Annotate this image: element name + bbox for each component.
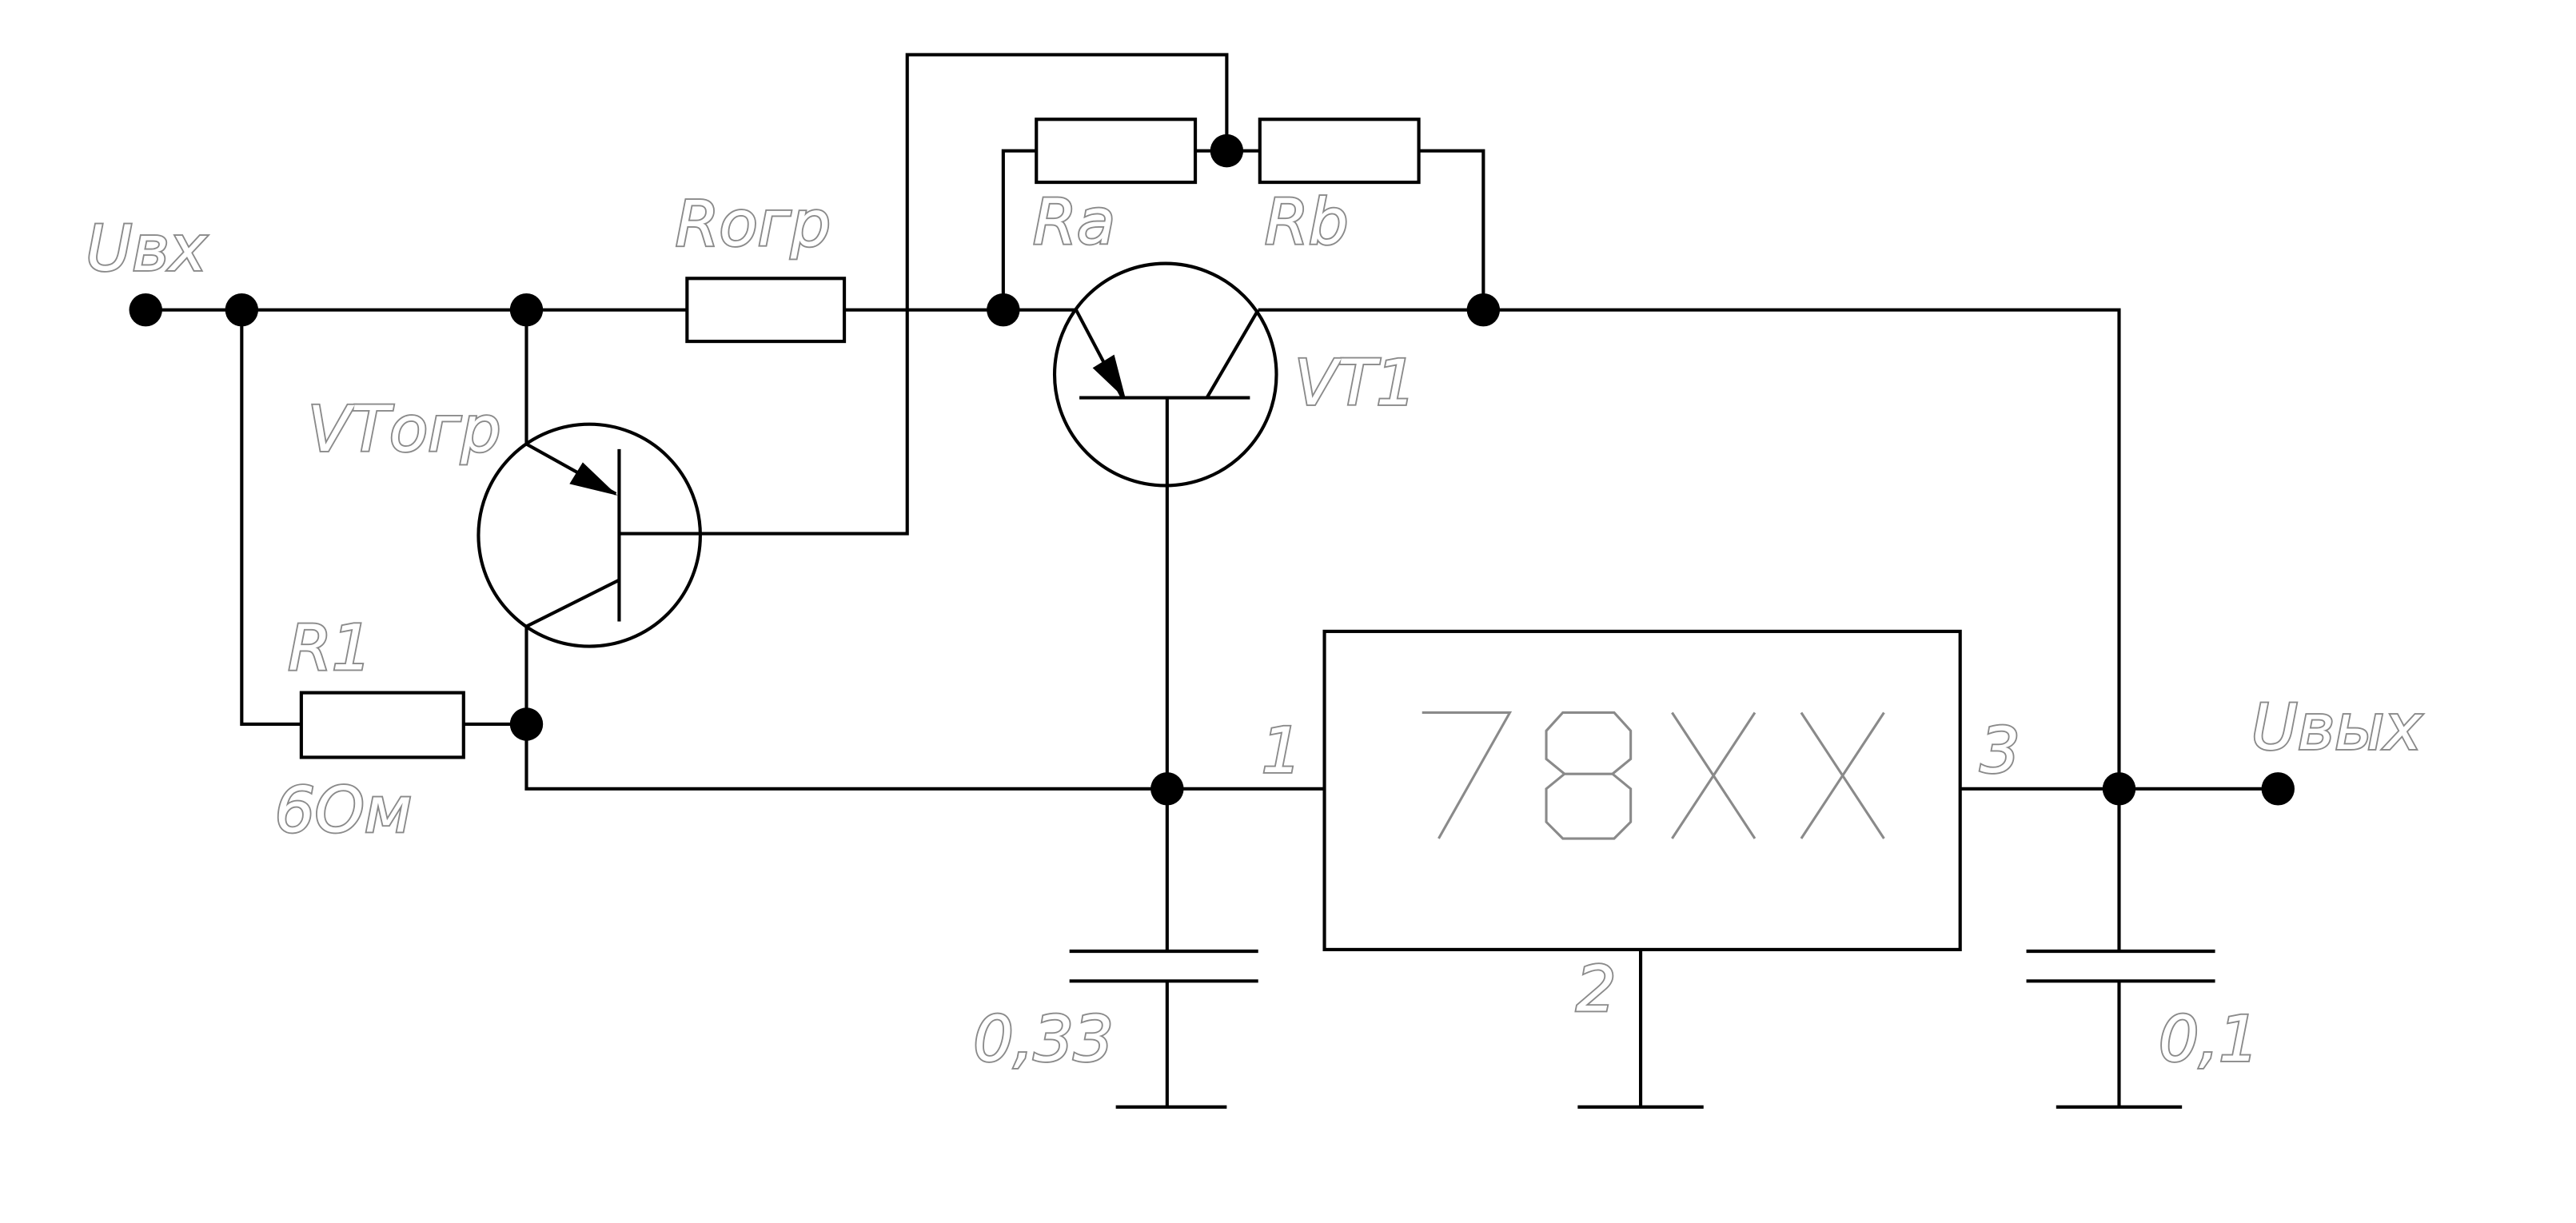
label-pin3: 3 <box>1980 714 2020 787</box>
resistor-ra <box>1035 118 1198 185</box>
resistor-rlimit <box>685 277 847 344</box>
transistor-vt1-collector <box>1205 309 1260 399</box>
wire-r1-branch <box>240 309 301 727</box>
wire-rb-right <box>1418 149 1485 310</box>
label-pin1: 1 <box>1262 714 1302 787</box>
label-r1-value: 6Ом <box>275 774 412 847</box>
regulator-body <box>1322 629 1962 951</box>
wire-vtlimit-base <box>619 53 1229 536</box>
transistor-vt1-emitter-arrow <box>1092 354 1127 400</box>
junction-node <box>225 293 259 327</box>
label-c-out: 0,1 <box>2159 1002 2259 1076</box>
junction-nodes <box>129 133 2295 806</box>
label-rb: Rb <box>1265 185 1349 259</box>
regulator-glyph-78xx <box>1422 711 1885 840</box>
transistor-vt1-body <box>1052 261 1278 488</box>
capacitor-cin <box>1069 949 1258 983</box>
resistor-rb <box>1258 118 1421 185</box>
wire-collector-rail <box>1258 308 2121 789</box>
transistor-vt1 <box>1052 261 1278 488</box>
junction-node <box>987 293 1020 327</box>
glyph-x-1 <box>1671 711 1757 839</box>
transistor-vtlimit-collector <box>525 578 620 628</box>
label-output: Uвых <box>2251 691 2422 764</box>
transistor-vtlimit-body <box>477 422 702 648</box>
terminal-output-node[interactable] <box>2261 772 2295 806</box>
junction-node <box>2102 772 2136 806</box>
label-c-in: 0,33 <box>974 1002 1114 1076</box>
terminal-input-node[interactable] <box>129 293 162 327</box>
glyph-seven <box>1422 711 1513 839</box>
transistor-vtlimit-emitter-arrow <box>569 462 618 496</box>
capacitor-cout <box>2026 949 2215 983</box>
wire-ra-left <box>1001 149 1037 310</box>
label-pin2: 2 <box>1576 953 1616 1026</box>
label-r1-name: R1 <box>288 612 372 685</box>
label-vt-limit: VTогр <box>308 392 500 466</box>
glyph-eight <box>1545 711 1633 840</box>
junction-node <box>509 707 544 741</box>
label-r-limit: Rогр <box>676 187 831 261</box>
junction-node <box>509 293 544 327</box>
labels: Uвх Uвых Rогр Ra Rb VT1 VTогр R1 6Ом 1 2… <box>85 184 2424 1078</box>
resistor-r1 <box>299 691 465 759</box>
junction-node <box>1466 293 1501 327</box>
transistor-vtlimit <box>477 422 702 648</box>
label-input: Uвх <box>86 212 208 285</box>
glyph-x-2 <box>1800 711 1885 839</box>
label-ra: Ra <box>1033 185 1115 259</box>
junction-node <box>1210 133 1244 168</box>
junction-node <box>1150 772 1184 806</box>
wire-vtlimit-collector <box>524 626 1167 791</box>
label-vt1: VT1 <box>1294 346 1416 420</box>
